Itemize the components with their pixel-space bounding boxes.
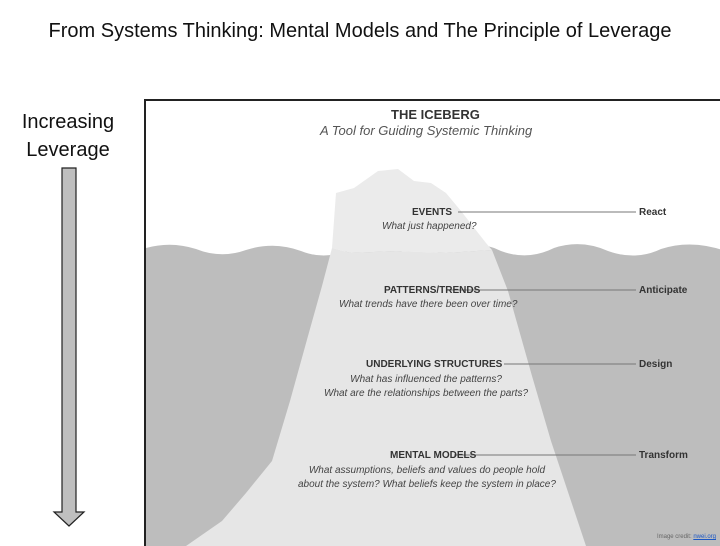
action-design: Design bbox=[639, 359, 672, 370]
down-arrow-icon bbox=[52, 166, 86, 528]
level-question-line: What just happened? bbox=[382, 220, 477, 234]
level-heading-structures: UNDERLYING STRUCTURES bbox=[366, 359, 502, 370]
action-react: React bbox=[639, 207, 666, 218]
level-question-line: What assumptions, beliefs and values do … bbox=[298, 464, 556, 478]
iceberg-diagram: THE ICEBERG A Tool for Guiding Systemic … bbox=[144, 99, 720, 546]
leverage-label-line1: Increasing bbox=[8, 108, 128, 136]
level-question-line: What has influenced the patterns? bbox=[324, 373, 528, 387]
level-heading-mental-models: MENTAL MODELS bbox=[390, 450, 476, 461]
image-credit-link[interactable]: nwei.org bbox=[693, 534, 716, 540]
iceberg-title: THE ICEBERG bbox=[391, 107, 480, 122]
level-question-structures: What has influenced the patterns? What a… bbox=[324, 373, 528, 401]
leverage-label-line2: Leverage bbox=[8, 136, 128, 164]
level-question-line: What are the relationships between the p… bbox=[324, 387, 528, 401]
level-question-line: What trends have there been over time? bbox=[339, 298, 517, 312]
level-heading-events: EVENTS bbox=[412, 207, 452, 218]
leverage-label: Increasing Leverage bbox=[8, 108, 128, 164]
iceberg-subtitle: A Tool for Guiding Systemic Thinking bbox=[320, 123, 532, 138]
image-credit-label: Image credit: bbox=[657, 534, 692, 540]
level-question-line: about the system? What beliefs keep the … bbox=[298, 478, 556, 492]
image-credit: Image credit: nwei.org bbox=[657, 534, 716, 540]
level-heading-patterns: PATTERNS/TRENDS bbox=[384, 285, 480, 296]
level-question-mental-models: What assumptions, beliefs and values do … bbox=[298, 464, 556, 492]
slide-title: From Systems Thinking: Mental Models and… bbox=[0, 20, 720, 43]
level-question-events: What just happened? bbox=[382, 220, 477, 234]
action-transform: Transform bbox=[639, 450, 688, 461]
action-anticipate: Anticipate bbox=[639, 285, 687, 296]
level-question-patterns: What trends have there been over time? bbox=[339, 298, 517, 312]
